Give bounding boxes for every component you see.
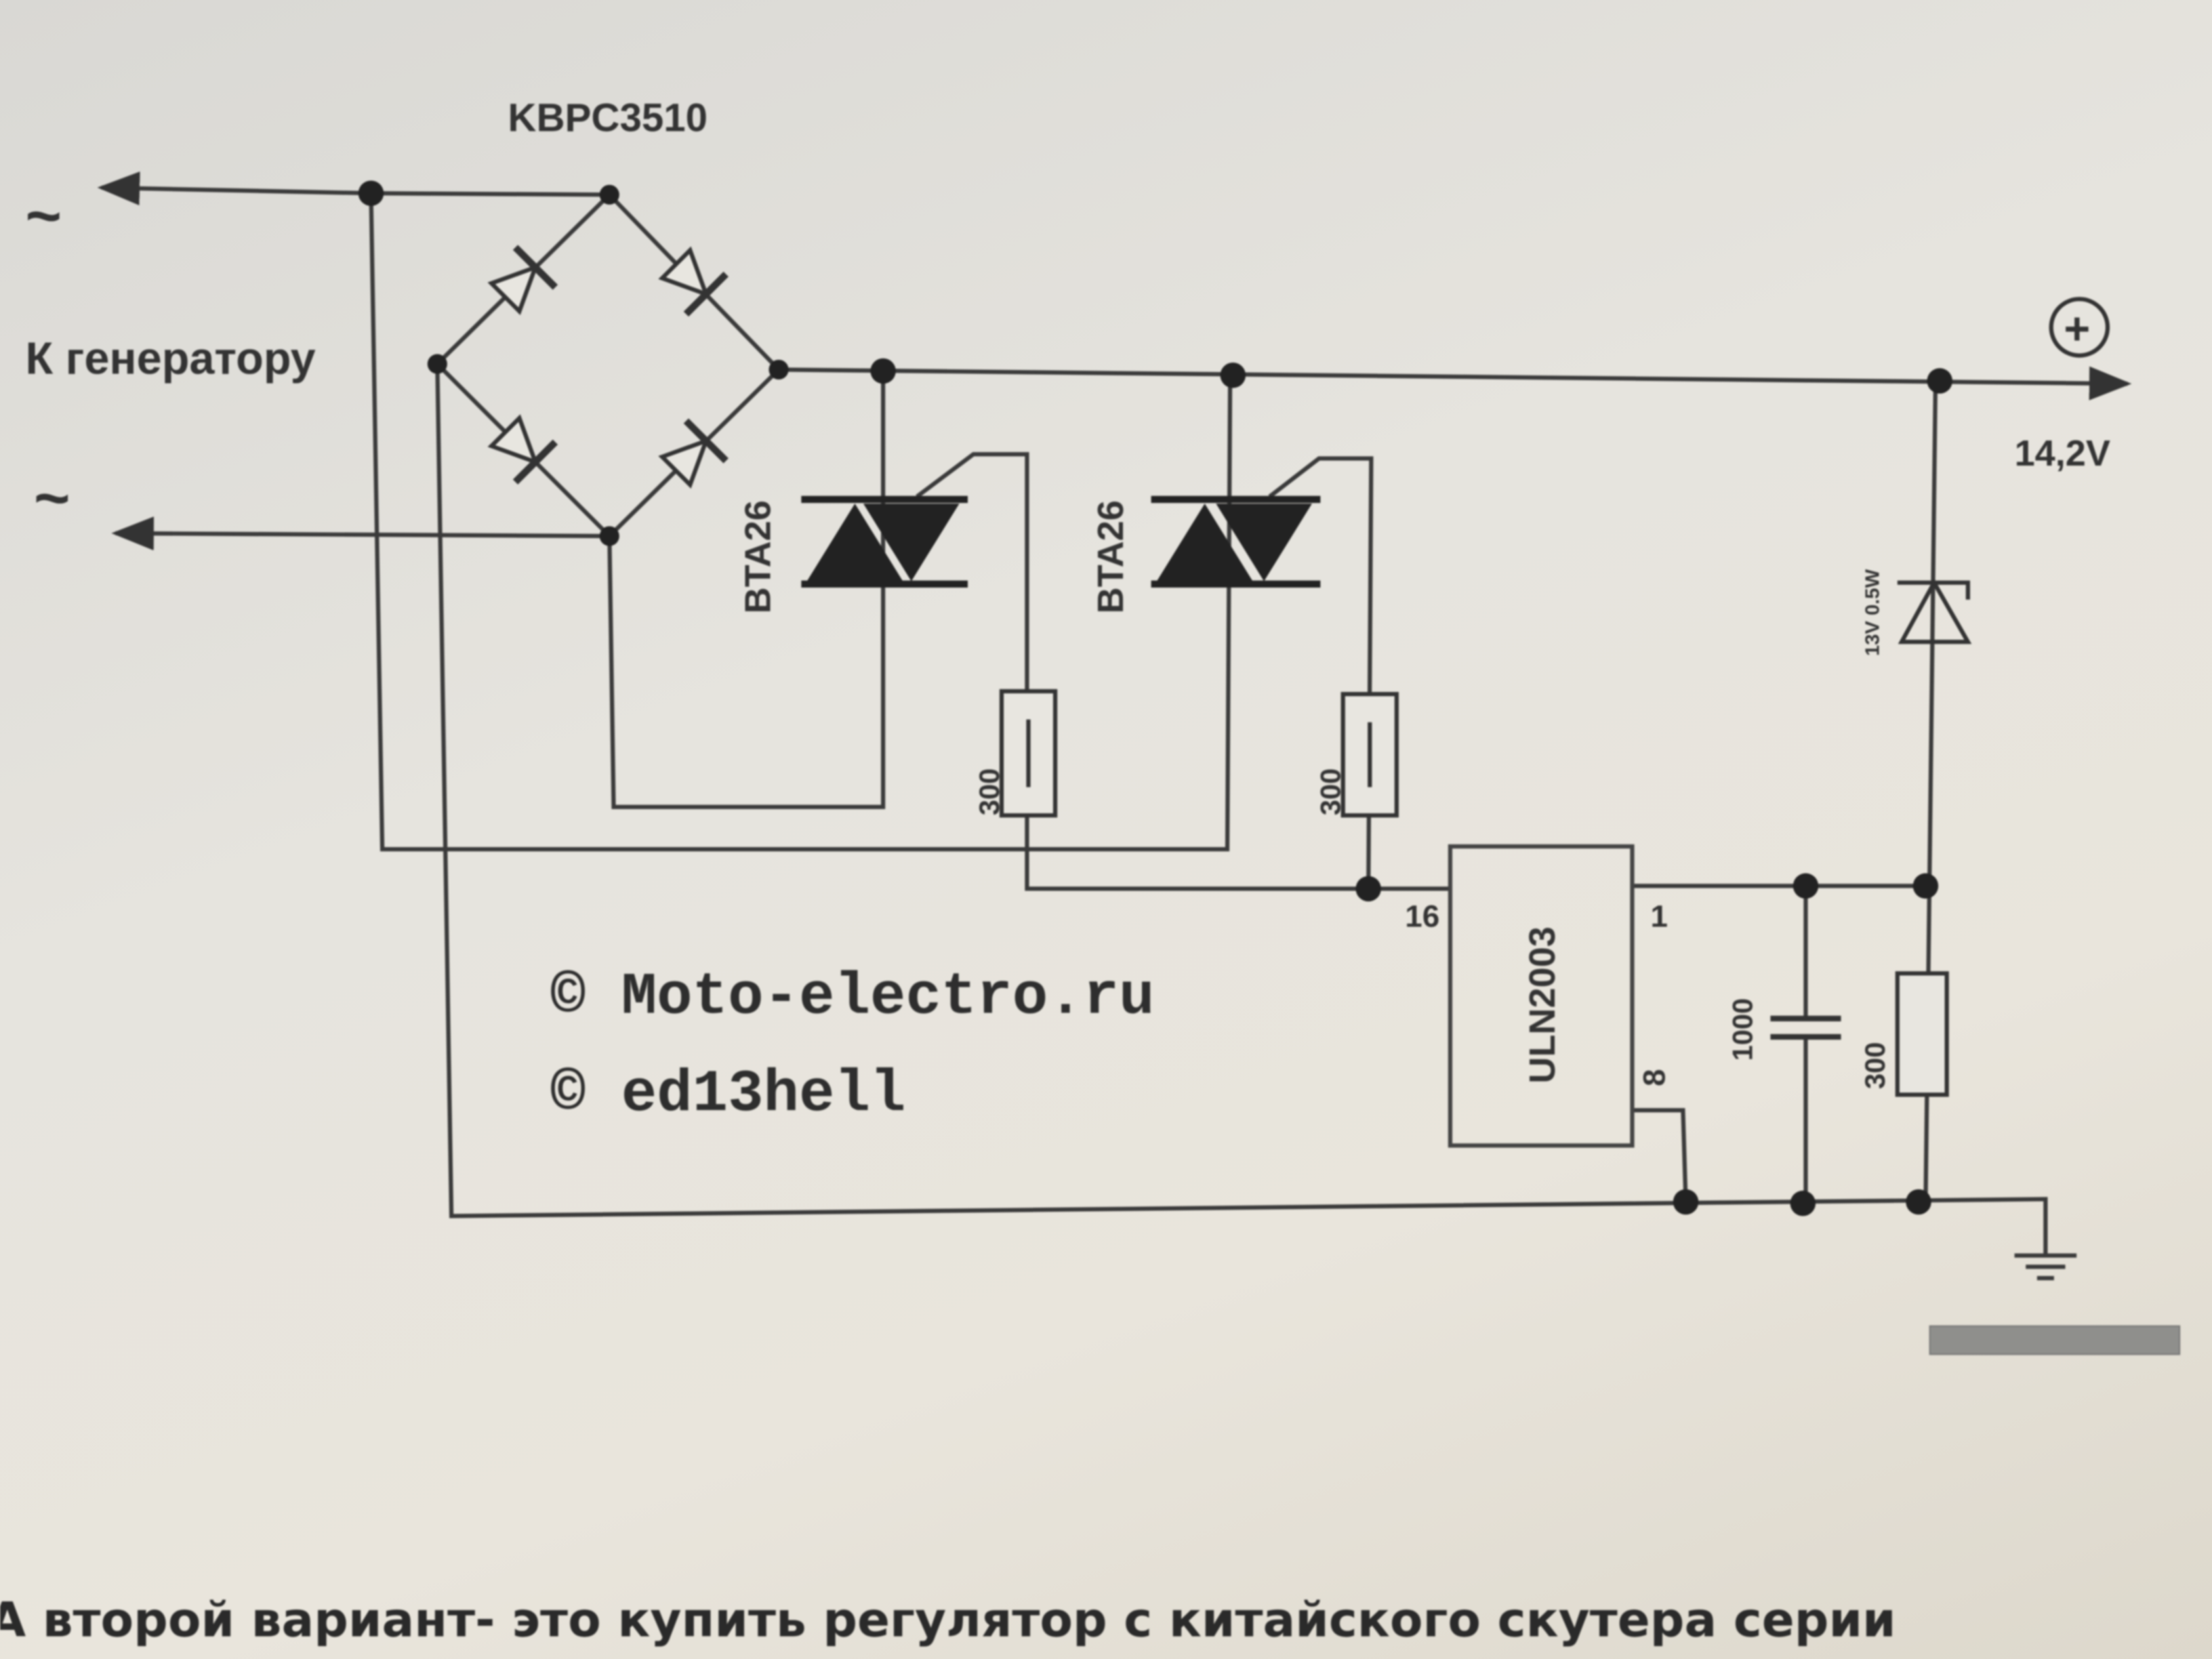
resistors bbox=[999, 689, 1949, 1097]
ac-symbol-bottom: ~ bbox=[34, 464, 70, 533]
watermark-line2: © ed13hell bbox=[550, 1061, 906, 1128]
body-paragraph: А второй вариант- это купить регулятор с… bbox=[0, 1592, 1896, 1648]
triac-1 bbox=[801, 495, 968, 588]
resistor-label: 300 bbox=[1859, 1042, 1891, 1089]
junction-dots bbox=[358, 180, 1952, 1216]
ic-pin16: 16 bbox=[1405, 899, 1439, 934]
triac2-label: BTA26 bbox=[1090, 500, 1131, 613]
bridge-label: KBPC3510 bbox=[508, 96, 708, 140]
triac-2 bbox=[1151, 495, 1321, 588]
gate-resistor2-label: 300 bbox=[1315, 769, 1347, 815]
ic-pin8: 8 bbox=[1637, 1069, 1671, 1086]
bridge-diodes bbox=[487, 245, 729, 489]
plus-symbol: + bbox=[2064, 304, 2090, 354]
capacitor bbox=[1770, 1015, 1841, 1040]
zener-diode bbox=[1897, 578, 1972, 644]
wires bbox=[97, 171, 2132, 1281]
output-voltage-label: 14,2V bbox=[2015, 433, 2110, 474]
triac1-label: BTA26 bbox=[738, 500, 779, 613]
capacitor-label: 1000 bbox=[1726, 998, 1758, 1061]
image-caption-bar bbox=[1929, 1325, 2181, 1355]
zener-label: 13V 0.5W bbox=[1862, 569, 1884, 656]
ac-symbol-top: ~ bbox=[25, 182, 61, 251]
ic-pin1: 1 bbox=[1651, 899, 1668, 934]
uln2003-chip bbox=[1448, 844, 1635, 1148]
generator-label: К генератору bbox=[25, 334, 315, 384]
plus-terminal-icon bbox=[2049, 297, 2110, 358]
watermark-line1: © Moto-electro.ru bbox=[550, 964, 1155, 1031]
ic-label: ULN2003 bbox=[1522, 926, 1563, 1084]
gate-resistor1-label: 300 bbox=[973, 769, 1005, 815]
